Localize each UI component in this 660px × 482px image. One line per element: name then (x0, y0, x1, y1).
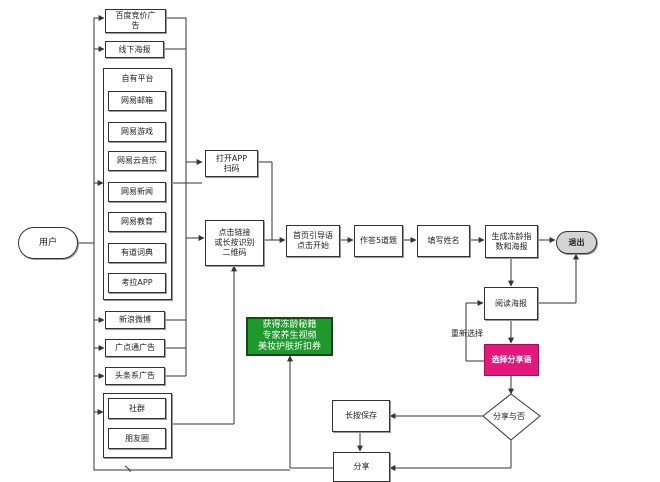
answer-node: 作答5道题 (354, 225, 403, 257)
platform-item: 有道词典 (108, 243, 166, 263)
fill-name-node: 填写姓名 (417, 225, 470, 257)
platform-item: 网易邮箱 (108, 91, 166, 111)
exit-node: 退出 (556, 231, 597, 254)
platform-item: 网易新闻 (108, 182, 166, 202)
decision-diamond (482, 393, 541, 441)
open-app-node: 打开APP 扫码 (205, 150, 258, 177)
choose-share-node: 选择分享语 (484, 344, 539, 376)
long-press-save-node: 长按保存 (332, 400, 390, 432)
platform-item: 网易云音乐 (108, 151, 166, 171)
platform-item: 网易教育 (108, 212, 166, 232)
share-node: 分享 (333, 452, 390, 482)
platform-item: 考拉APP (108, 273, 166, 293)
share-or-not-label: 分享与否 (493, 412, 525, 421)
offline-poster-node: 线下海报 (105, 41, 164, 58)
social-item: 朋友圈 (108, 428, 166, 449)
read-poster-node: 阅读海报 (484, 287, 538, 320)
baidu-ad-node: 百度竞价广 告 (105, 9, 166, 33)
weibo-node: 新浪微博 (105, 311, 165, 329)
toutiao-node: 头条系广告 (105, 367, 165, 385)
rewards-node: 获得冻龄秘籍 专家养生视频 美妆护肤折扣券 (246, 317, 333, 356)
guangdiantong-node: 广点通广告 (105, 339, 165, 357)
platform-item: 网易游戏 (108, 122, 166, 142)
social-item: 社群 (108, 398, 166, 419)
user-node: 用户 (18, 227, 78, 259)
reselect-label: 重新选择 (451, 329, 483, 338)
click-link-node: 点击链接 或长按识别 二维码 (205, 220, 264, 266)
home-guide-node: 首页引导语 点击开始 (286, 225, 340, 257)
own-platform-title: 自有平台 (121, 74, 154, 83)
generate-node: 生成冻龄指 数和海报 (485, 225, 538, 258)
